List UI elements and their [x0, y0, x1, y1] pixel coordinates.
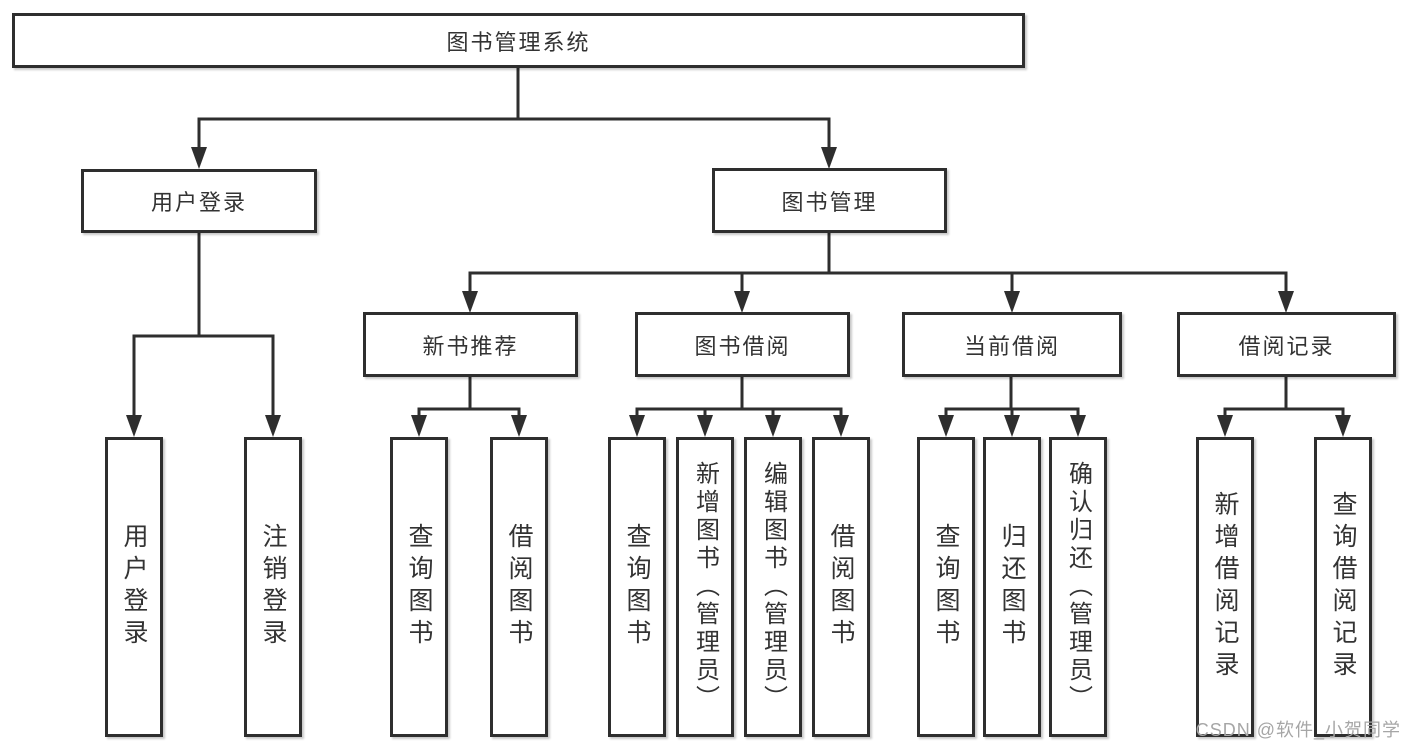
leaf-logout-login: 注销登录 [244, 437, 302, 737]
connector-user-login [126, 231, 281, 437]
connector-borrow-records [1217, 375, 1351, 437]
leaf-records-add-record: 新增借阅记录 [1196, 437, 1254, 737]
leaf-borrow-add-book-admin: 新增图书（管理员） [676, 437, 734, 737]
leaf-user-login: 用户登录 [105, 437, 163, 737]
connector-new-book-recommend [411, 375, 527, 437]
leaf-borrow-borrow-book: 借阅图书 [812, 437, 870, 737]
watermark: CSDN @软件_小贺同学 [1195, 720, 1401, 740]
leaf-borrow-query-book: 查询图书 [608, 437, 666, 737]
leaf-current-query-book: 查询图书 [917, 437, 975, 737]
node-current-borrow: 当前借阅 [902, 312, 1122, 377]
leaf-records-query-record: 查询借阅记录 [1314, 437, 1372, 737]
leaf-borrow-edit-book-admin: 编辑图书（管理员） [744, 437, 802, 737]
leaf-current-return-book: 归还图书 [983, 437, 1041, 737]
node-root-system: 图书管理系统 [12, 13, 1025, 68]
connector-root [191, 66, 837, 169]
node-user-login: 用户登录 [81, 169, 317, 233]
leaf-recommend-query-book: 查询图书 [390, 437, 448, 737]
leaf-recommend-borrow-book: 借阅图书 [490, 437, 548, 737]
connector-book-borrow [629, 375, 849, 437]
connector-current-borrow [938, 375, 1086, 437]
node-borrow-records: 借阅记录 [1177, 312, 1396, 377]
connector-book-management [462, 231, 1294, 313]
node-book-management: 图书管理 [712, 168, 947, 233]
leaf-current-confirm-return-admin: 确认归还（管理员） [1049, 437, 1107, 737]
node-book-borrow: 图书借阅 [635, 312, 850, 377]
node-new-book-recommend: 新书推荐 [363, 312, 578, 377]
